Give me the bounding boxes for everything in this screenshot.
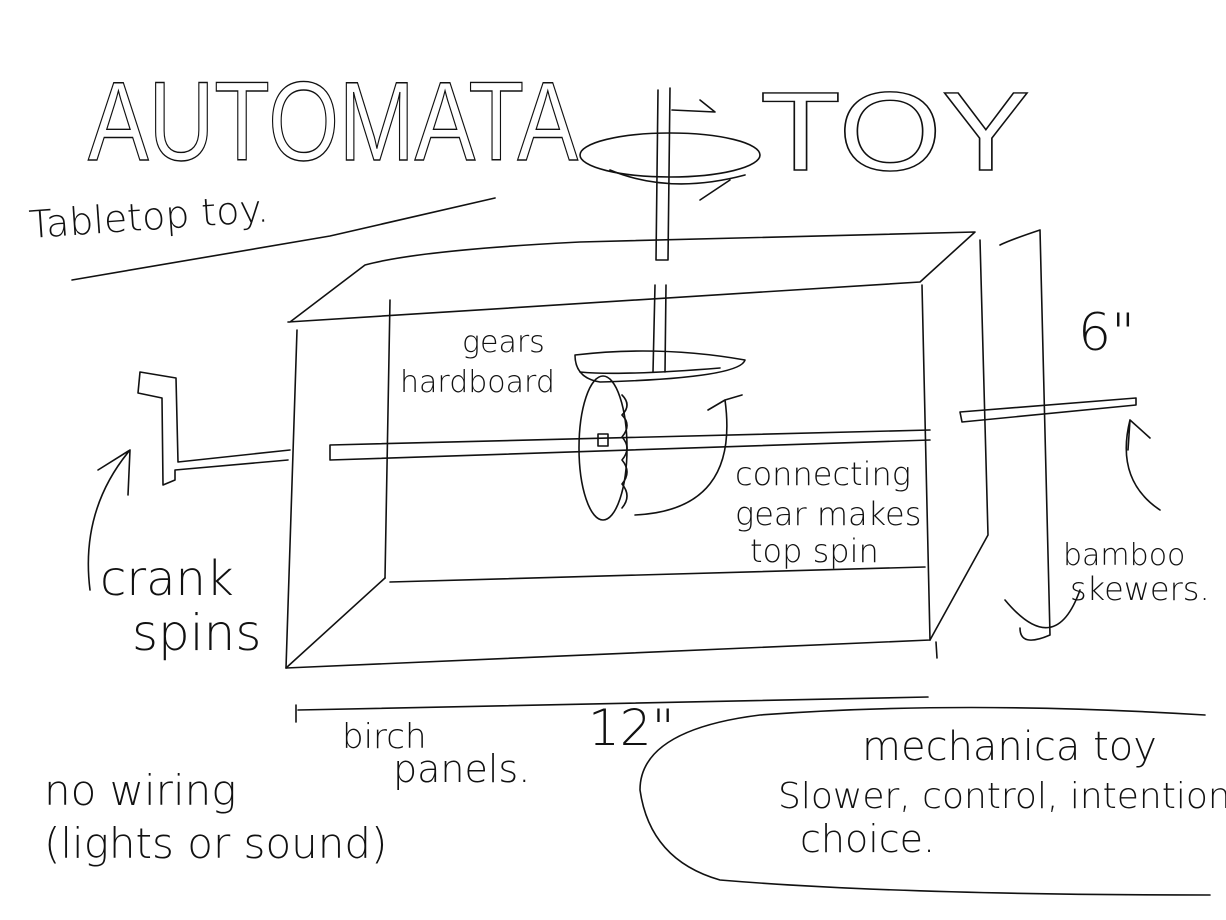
spinning-top (580, 88, 760, 260)
label-width: 12" (588, 699, 675, 757)
skewer-arrow (1126, 420, 1160, 510)
note-line-1: mechanica toy (862, 724, 1157, 770)
label-spins: spins (132, 604, 261, 662)
title-automata: AUTOMATA (88, 59, 578, 184)
height-dimension (1000, 230, 1050, 640)
label-connecting-2: gear makes (735, 495, 921, 533)
label-panels: panels. (393, 747, 530, 791)
label-lights-sound: (lights or sound) (44, 819, 387, 868)
title-toy: TOY (760, 69, 1030, 194)
gear-arrow (635, 395, 742, 515)
label-no-wiring: no wiring (44, 766, 236, 815)
label-gears: gears (462, 325, 545, 360)
label-skewers: skewers. (1070, 570, 1210, 608)
label-height: 6" (1078, 303, 1135, 363)
connecting-gear (579, 376, 627, 520)
hardboard-gear (575, 351, 745, 382)
note-line-3: choice. (800, 817, 935, 861)
label-connecting-3: top spin (750, 532, 879, 570)
birch-box (286, 232, 988, 668)
note-line-2: Slower, control, intention (778, 776, 1226, 817)
label-connecting-1: connecting (735, 455, 911, 493)
crank (138, 372, 290, 485)
bamboo-bracket (1005, 590, 1080, 628)
subtitle-tabletop-toy: Tabletop toy. (28, 186, 270, 247)
right-skewer (960, 398, 1136, 422)
label-bamboo: bamboo (1063, 538, 1185, 573)
label-hardboard: hardboard (400, 365, 555, 400)
label-crank: crank (100, 551, 234, 607)
